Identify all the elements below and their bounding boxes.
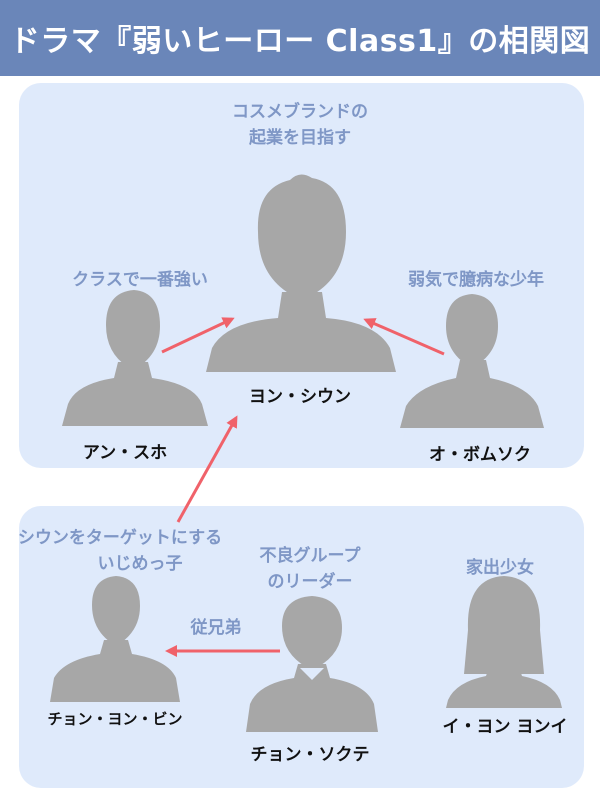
o-beomseok-name: オ・ボムソク xyxy=(429,445,531,465)
an-suho-desc: クラスで一番強い xyxy=(72,270,208,290)
yon-siun-desc-line1: コスメブランドの xyxy=(232,102,368,122)
jeon-seokdae-name: チョン・ソクテ xyxy=(250,745,370,765)
o-beomseok-desc: 弱気で臆病な少年 xyxy=(408,270,544,290)
arrow-suho-to-siun xyxy=(161,317,235,354)
jeon-yeongbin-desc-line1: シウンをターゲットにする xyxy=(17,528,223,548)
jeon-yeongbin-avatar xyxy=(50,576,180,702)
diagram-title: ドラマ『弱いヒーロー Class1』の相関図 xyxy=(0,0,600,76)
i-yoni-name: イ・ヨン ヨンイ xyxy=(442,717,568,737)
arrow-yeongbin-to-siun xyxy=(176,415,238,523)
cousin-relation-label: 従兄弟 xyxy=(190,618,242,638)
jeon-yeongbin-desc-line2: いじめっ子 xyxy=(97,554,183,574)
yon-siun-avatar xyxy=(206,174,396,372)
arrow-beomseok-to-siun xyxy=(363,318,445,356)
i-yoni-desc: 家出少女 xyxy=(466,558,534,578)
jeon-seokdae-desc-line2: のリーダー xyxy=(267,572,353,592)
an-suho-name: アン・スホ xyxy=(82,443,168,463)
o-beomseok-avatar xyxy=(400,294,544,428)
jeon-seokdae-desc-line1: 不良グループ xyxy=(259,546,361,566)
jeon-yeongbin-name: チョン・ヨン・ビン xyxy=(47,710,183,728)
yon-siun-name: ヨン・シウン xyxy=(249,387,351,407)
jeon-seokdae-avatar xyxy=(246,596,378,732)
yon-siun-desc-line2: 起業を目指す xyxy=(249,128,351,148)
an-suho-avatar xyxy=(62,290,208,426)
i-yoni-avatar xyxy=(446,576,562,708)
